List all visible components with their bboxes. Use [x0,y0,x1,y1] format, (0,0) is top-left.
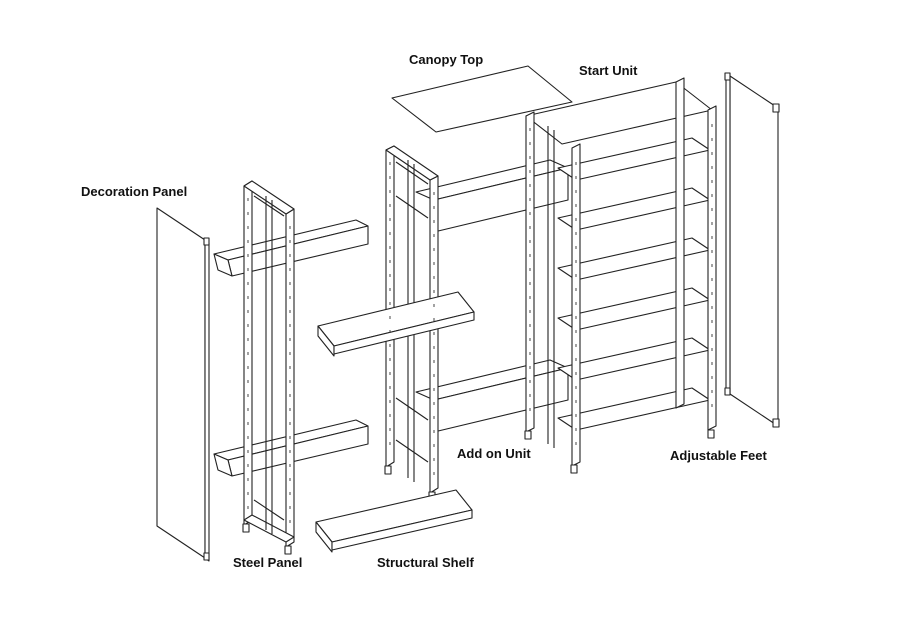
label-adjustable-feet: Adjustable Feet [670,448,767,463]
end-panel-part [724,72,780,428]
label-steel-panel: Steel Panel [233,555,303,570]
middle-shelf-part [317,291,475,357]
label-structural-shelf: Structural Shelf [377,555,474,570]
label-decoration-panel: Decoration Panel [81,184,188,199]
structural-shelf-part [315,489,473,553]
canopy-top-part [391,65,573,133]
upright-holes [247,124,713,523]
label-canopy-top: Canopy Top [409,52,484,67]
start-unit-shelves [557,137,711,431]
steel-panel-frame [242,180,295,555]
label-add-on-unit: Add on Unit [457,446,531,461]
decoration-panel-part [156,207,210,562]
add-on-back-rails [415,159,569,433]
label-start-unit: Start Unit [579,63,638,78]
